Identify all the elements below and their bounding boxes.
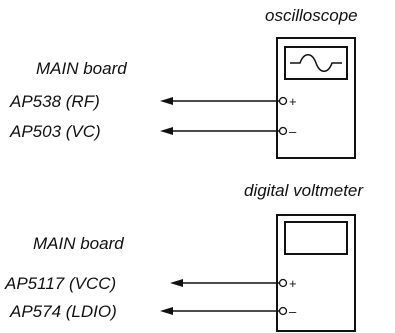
probe-wire-negative xyxy=(160,126,288,136)
instrument-title: digital voltmeter xyxy=(244,181,364,200)
voltmeter-instrument xyxy=(276,214,356,332)
board-label: MAIN board xyxy=(33,234,124,253)
terminal-negative xyxy=(278,306,288,316)
polarity-sign: + xyxy=(289,94,297,109)
test-point-label: AP574 (LDIO) xyxy=(9,302,117,321)
terminal-positive xyxy=(278,278,288,288)
terminal-positive xyxy=(278,96,288,106)
probe-wire-positive xyxy=(170,278,288,288)
oscilloscope-section: oscilloscope MAIN board AP538 (RF) AP503… xyxy=(9,6,358,159)
test-point-label: AP5117 (VCC) xyxy=(4,274,116,293)
probe-wire-positive xyxy=(160,96,288,106)
polarity-sign: – xyxy=(289,124,297,139)
polarity-sign: + xyxy=(289,276,297,291)
sine-wave-icon xyxy=(290,54,342,72)
instrument-title: oscilloscope xyxy=(265,6,358,25)
polarity-sign: – xyxy=(289,304,297,319)
terminal-negative xyxy=(278,126,288,136)
board-label: MAIN board xyxy=(36,59,127,78)
test-point-label: AP503 (VC) xyxy=(9,122,101,141)
test-point-label: AP538 (RF) xyxy=(9,92,100,111)
probe-wire-negative xyxy=(160,306,288,316)
oscilloscope-instrument xyxy=(276,37,356,159)
blank-display-icon xyxy=(284,221,348,255)
voltmeter-section: digital voltmeter MAIN board AP5117 (VCC… xyxy=(4,181,364,332)
